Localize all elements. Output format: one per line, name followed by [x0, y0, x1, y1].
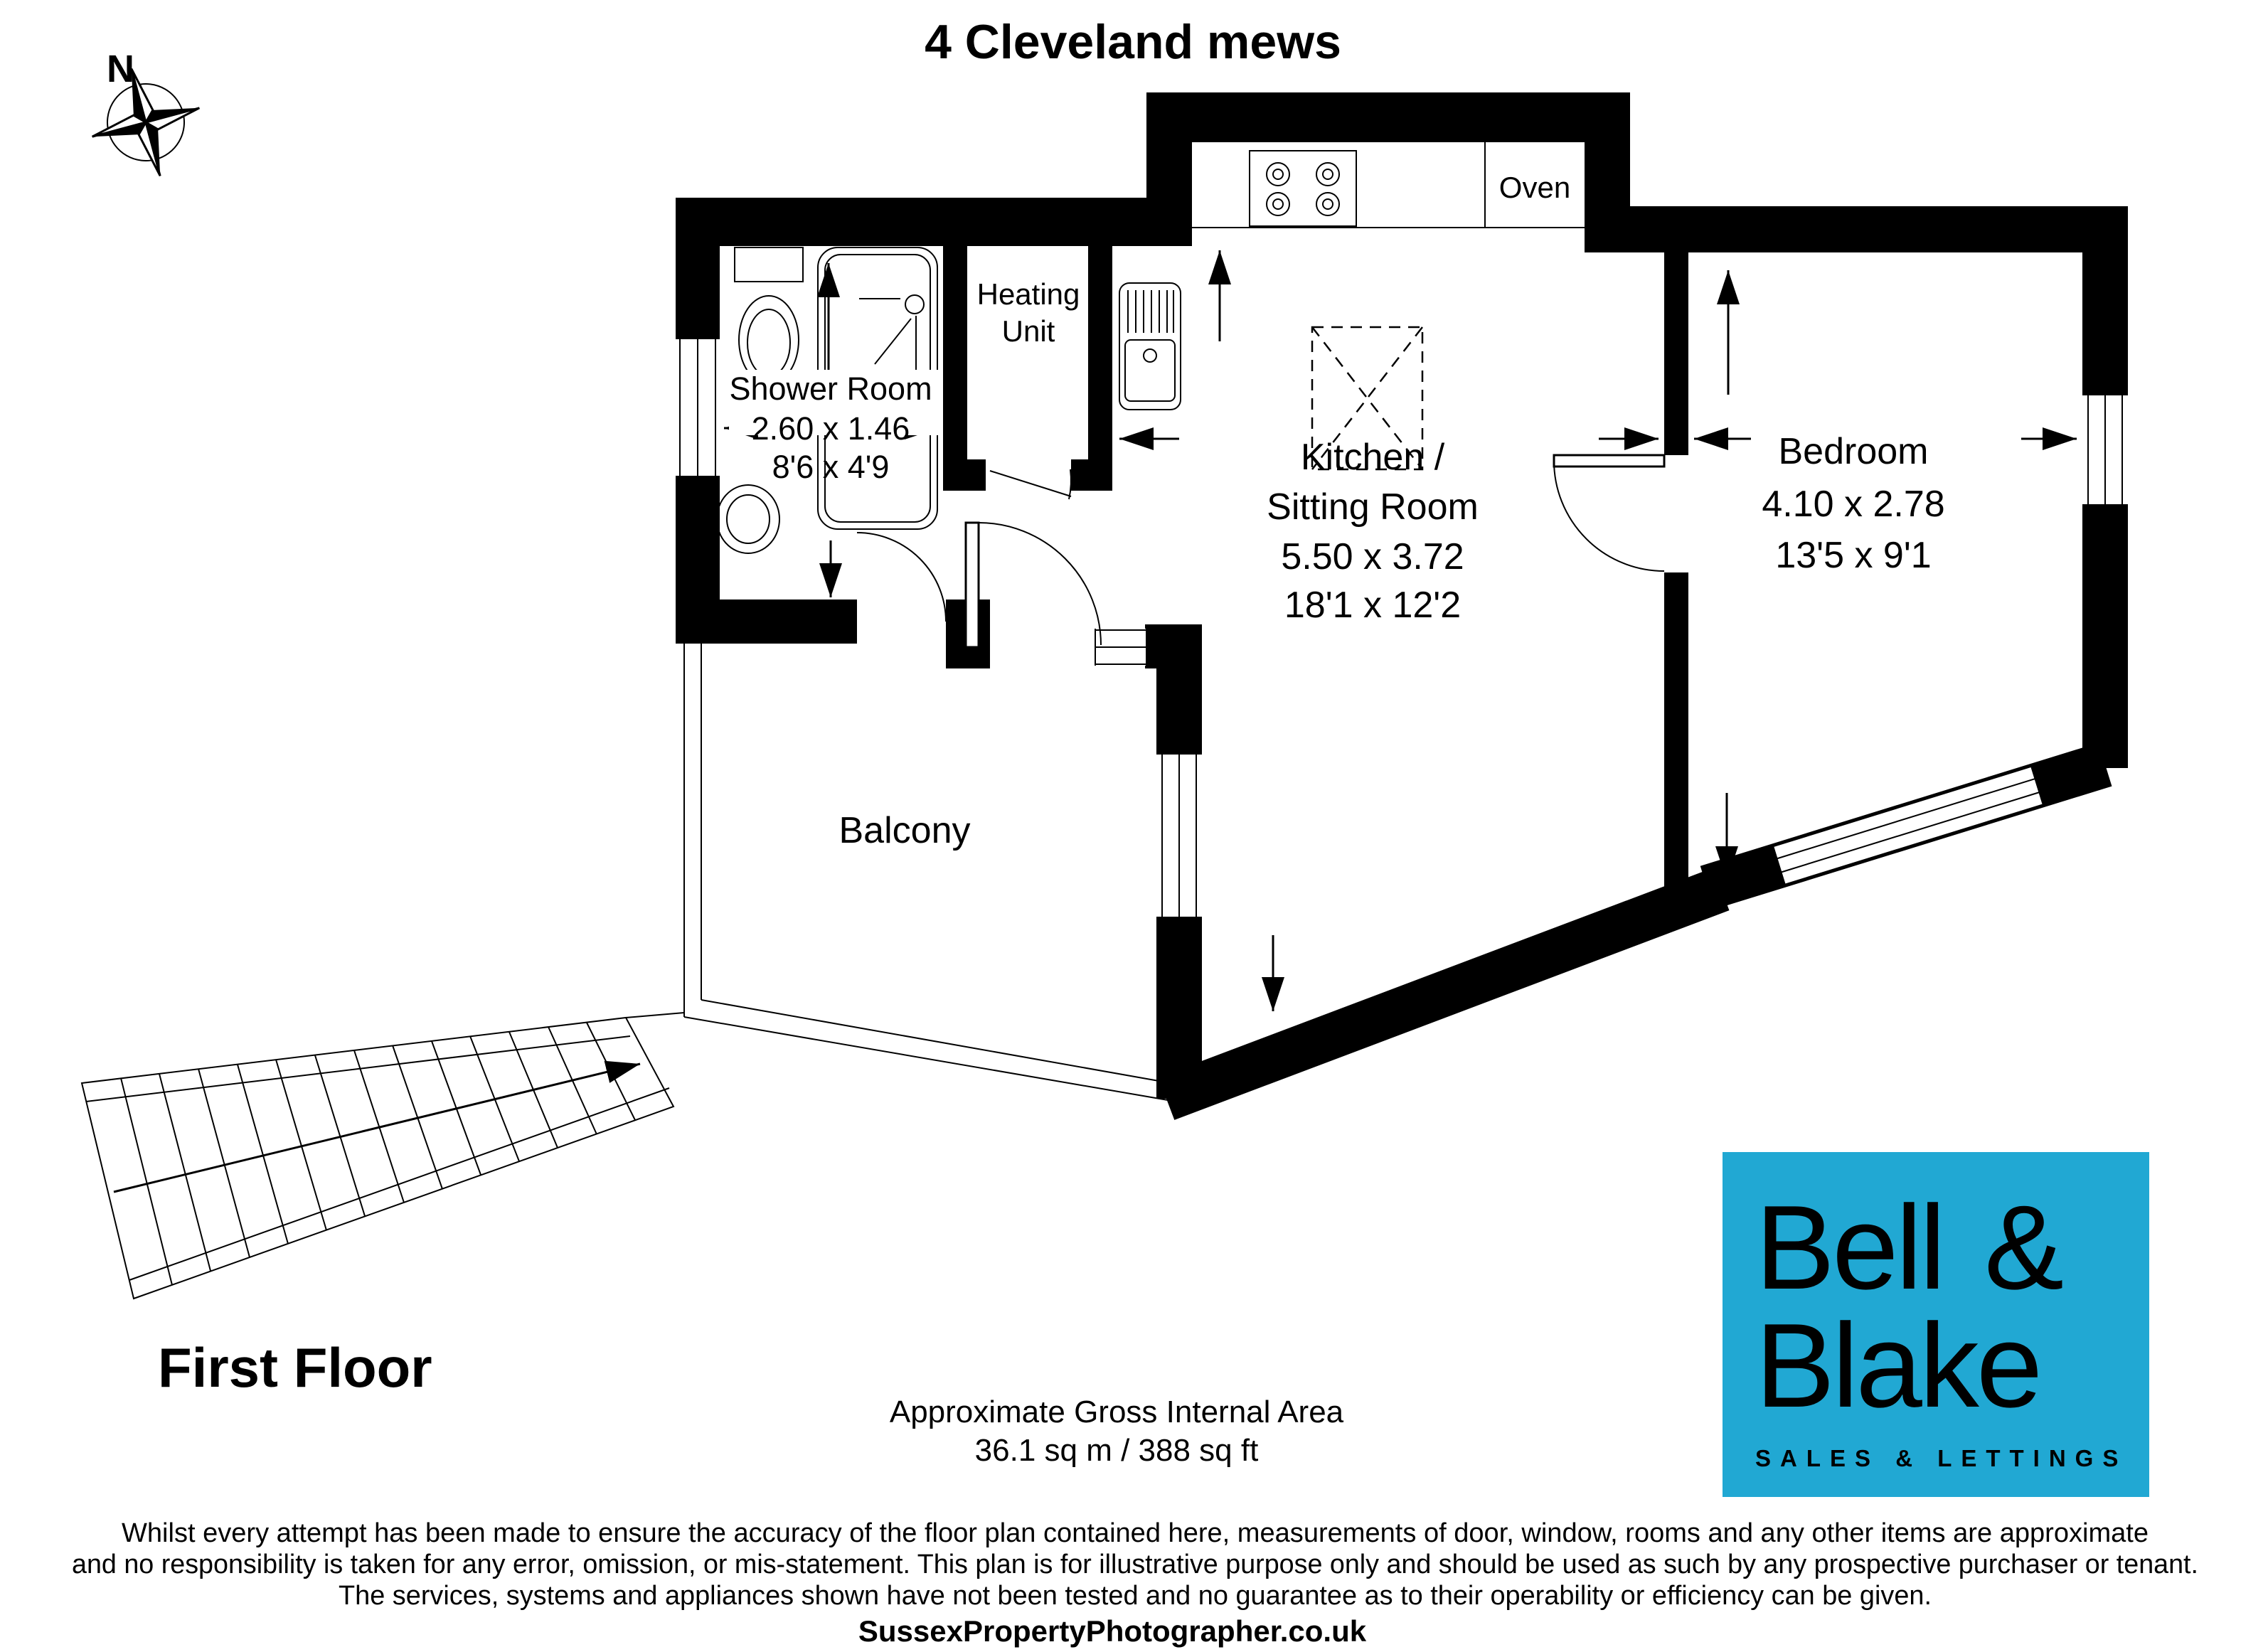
disclaimer-line-1: Whilst every attempt has been made to en…: [122, 1518, 2149, 1548]
disclaimer-line-2: and no responsibility is taken for any e…: [72, 1550, 2198, 1579]
shower-room-dim-metric: 2.60 x 1.46: [752, 410, 910, 447]
bedroom-diagonal-window: [1700, 742, 2112, 910]
stairs-direction-arrow: [113, 1060, 641, 1193]
entrance-door: [964, 521, 1102, 649]
kitchen-label-2: Sitting Room: [1267, 486, 1479, 528]
walls: [676, 92, 2128, 1120]
skylight: [1311, 326, 1424, 471]
hall-window: [1095, 629, 1147, 666]
kitchen-dim-metric: 5.50 x 3.72: [1281, 536, 1464, 577]
bedroom-door: [1553, 454, 1666, 572]
shower-window: [676, 338, 720, 477]
oven-label: Oven: [1499, 171, 1570, 204]
area-line-2: 36.1 sq m / 388 sq ft: [975, 1433, 1259, 1468]
balcony-label: Balcony: [839, 810, 971, 851]
floor-label: First Floor: [158, 1336, 432, 1399]
kitchen-dim-imperial: 18'1 x 12'2: [1284, 585, 1461, 626]
heating-unit-door: [989, 469, 1072, 500]
logo-background: [1723, 1152, 2149, 1497]
shower-room-label: Shower Room: [729, 371, 932, 407]
shower-room-dim-imperial: 8'6 x 4'9: [772, 449, 890, 485]
kitchen-label-1: Kitchen /: [1301, 437, 1445, 478]
kitchen-fittings: [1119, 142, 1585, 471]
credit-link: SussexPropertyPhotographer.co.uk: [858, 1614, 1367, 1648]
balcony-rail: [683, 644, 1176, 1102]
disclaimer-line-3: The services, systems and appliances sho…: [339, 1581, 1932, 1611]
stairs: [80, 1012, 685, 1300]
logo-name-bottom: Blake: [1755, 1299, 2040, 1432]
toilet-icon: [734, 247, 804, 385]
heating-unit-label-1: Heating: [977, 277, 1080, 311]
shower-door: [856, 532, 947, 622]
basin-icon: [716, 484, 780, 554]
dimension-arrows: [724, 250, 2077, 1011]
agency-logo: Bell & Blake SALES & LETTINGS: [1723, 1152, 2149, 1497]
heating-unit-label-2: Unit: [1002, 314, 1055, 348]
logo-tagline: SALES & LETTINGS: [1755, 1445, 2127, 1471]
balcony-kitchen-window: [1156, 753, 1202, 918]
windows: [676, 338, 2128, 918]
sink-icon: [1119, 282, 1181, 410]
bedroom-label: Bedroom: [1779, 431, 1929, 472]
label-backing: [729, 370, 939, 435]
compass-north-label: N: [107, 48, 134, 90]
bedroom-right-window: [2082, 394, 2128, 506]
area-line-1: Approximate Gross Internal Area: [890, 1395, 1344, 1429]
bedroom-dim-imperial: 13'5 x 9'1: [1775, 535, 1931, 576]
bedroom-dim-metric: 4.10 x 2.78: [1762, 484, 1944, 525]
page-title: 4 Cleveland mews: [925, 15, 1341, 69]
doors: [856, 454, 1666, 649]
room-labels: Shower Room 2.60 x 1.46 8'6 x 4'9 Heatin…: [729, 171, 1945, 851]
hob-icon: [1249, 150, 1357, 227]
logo-name-top: Bell: [1755, 1181, 1943, 1314]
compass-icon: N: [91, 48, 201, 177]
logo-ampersand: &: [1984, 1181, 2062, 1314]
